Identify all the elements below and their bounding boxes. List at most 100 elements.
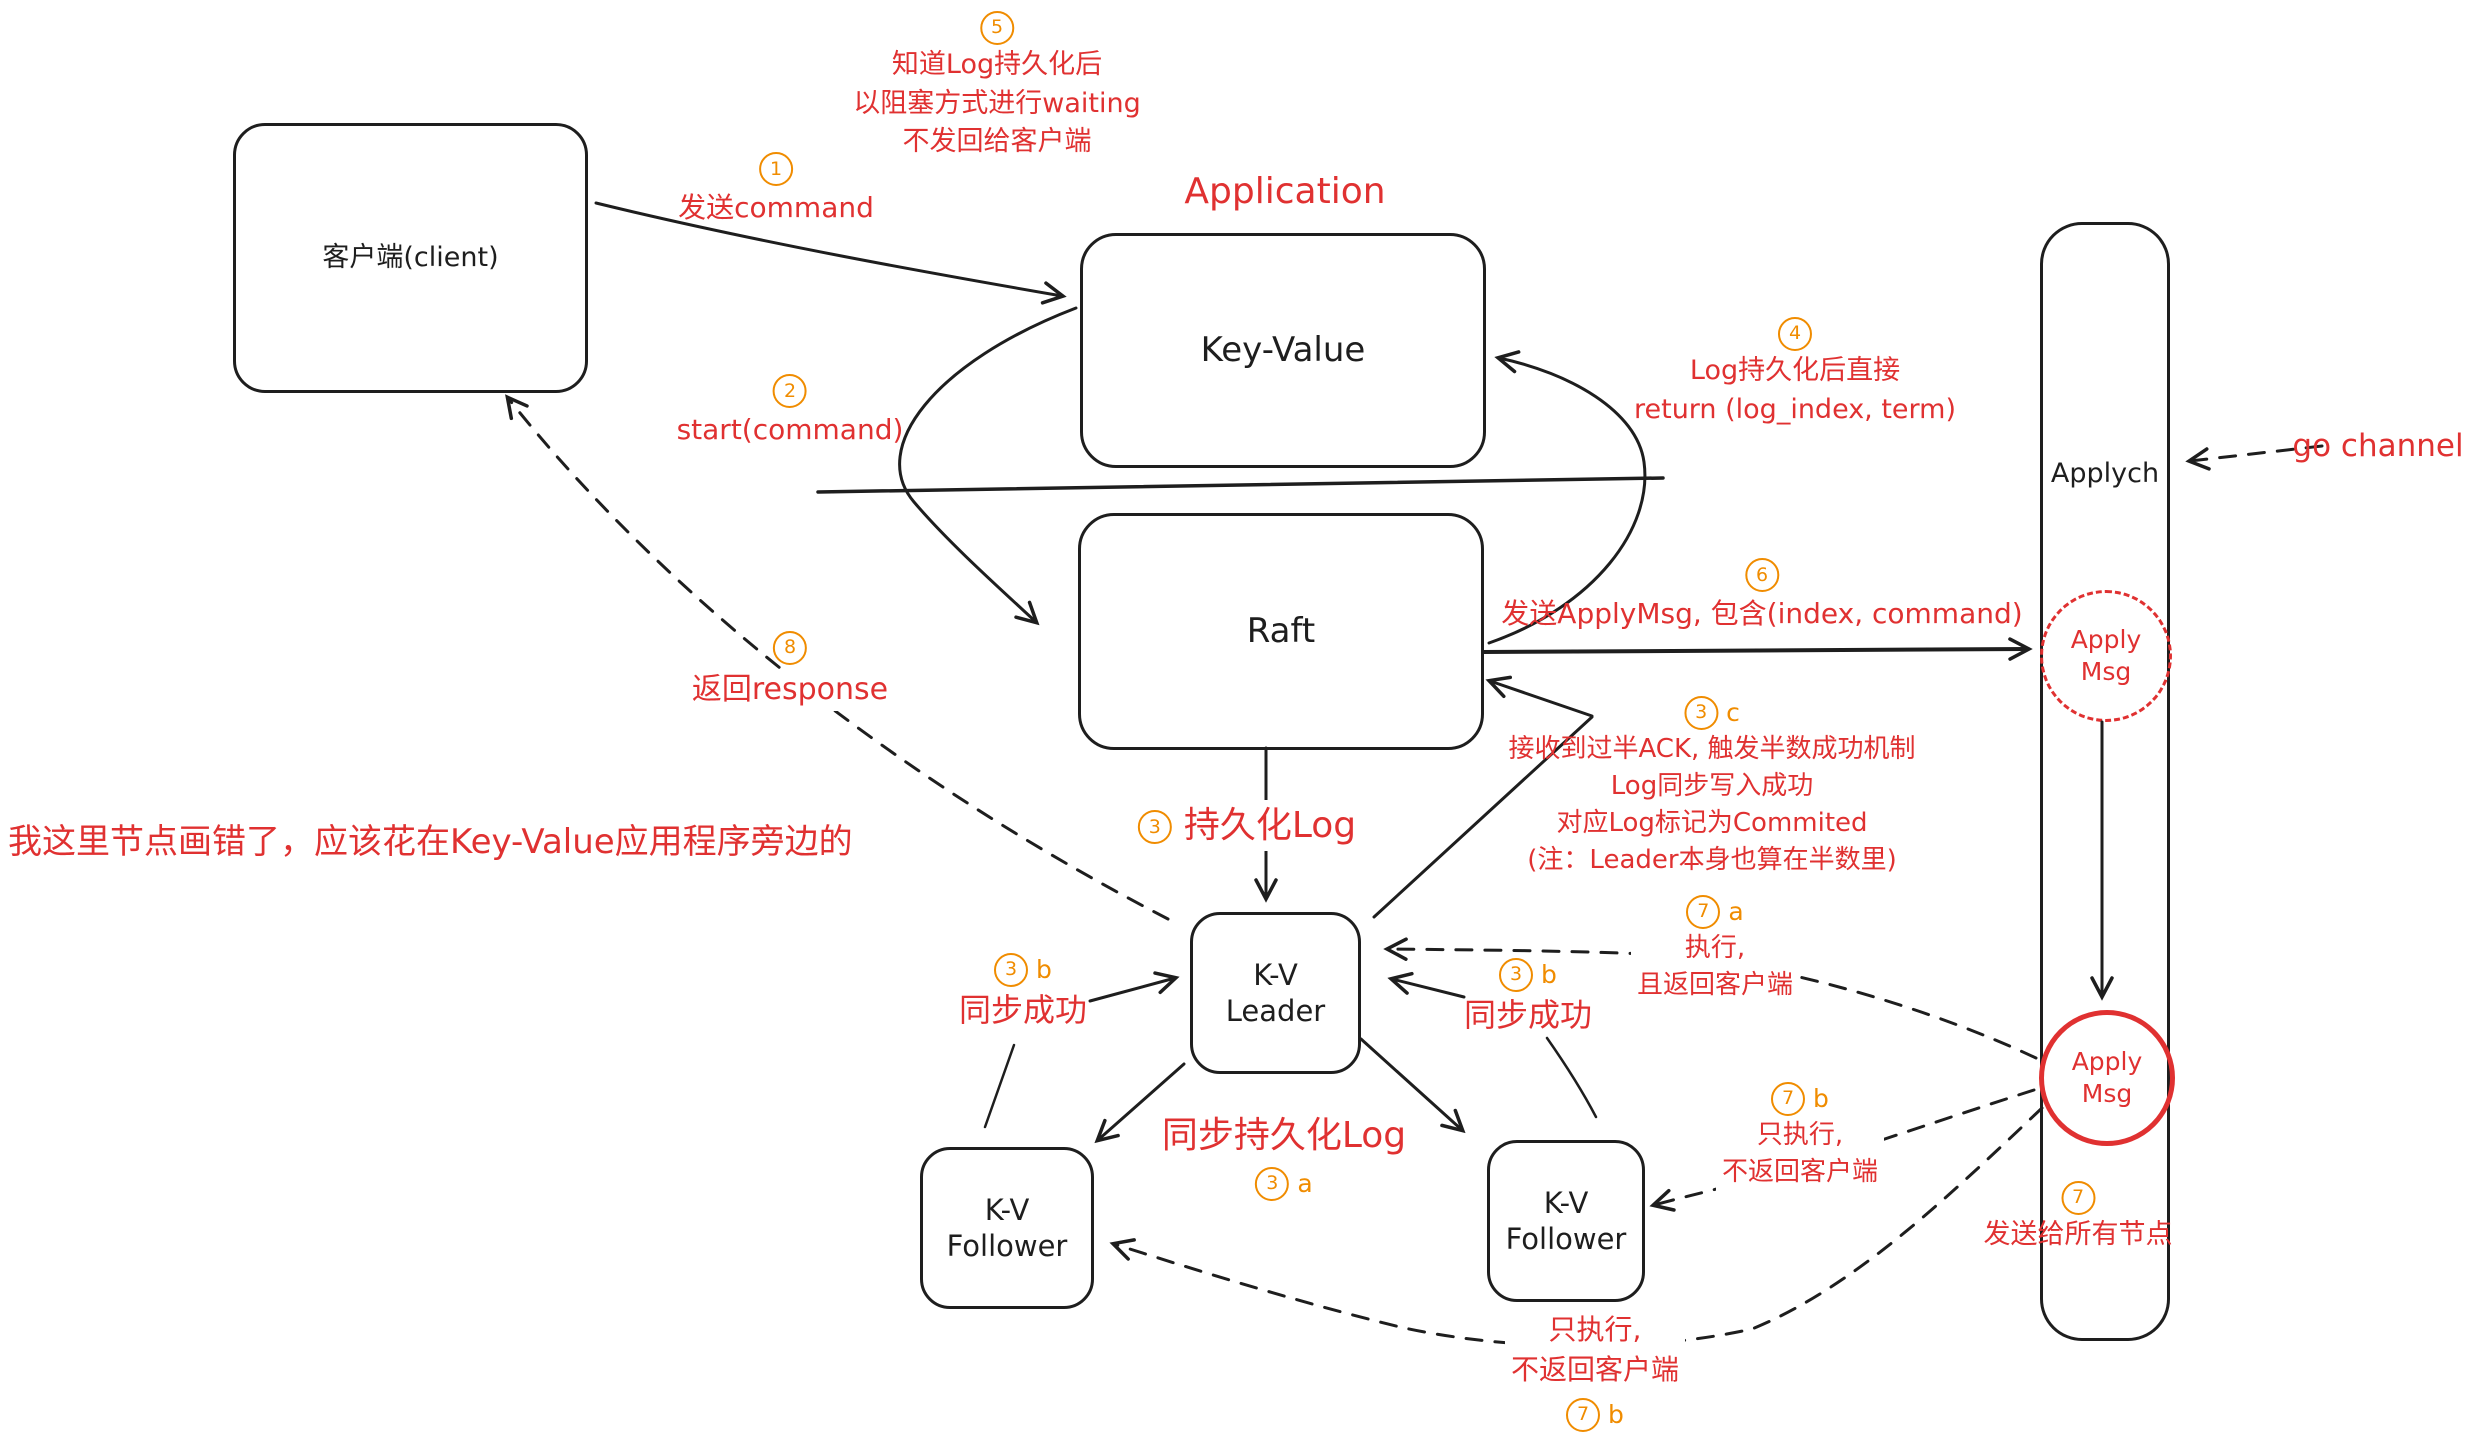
arrow-leader-to-follower-right bbox=[1359, 1037, 1466, 1134]
applych-label: Applych bbox=[2050, 458, 2160, 489]
step3b-left-text: 同步成功 bbox=[958, 990, 1088, 1029]
arrow-7b-left-dashed bbox=[1109, 1106, 2044, 1348]
client-label: 客户端(client) bbox=[322, 242, 499, 274]
step6-text: 发送ApplyMsg, 包含(index, command) bbox=[1501, 596, 2023, 630]
step6-badge: 6 bbox=[1744, 558, 1779, 592]
step3-text: 持久化Log bbox=[1183, 805, 1357, 846]
kv-leader-label-line2: Leader bbox=[1225, 994, 1326, 1028]
arrow-apply-msg bbox=[1481, 637, 2033, 661]
step1-badge: 1 bbox=[758, 152, 793, 186]
separator-line bbox=[816, 476, 1665, 494]
kv-follower-left-label-line1: K-V bbox=[984, 1192, 1030, 1227]
step3a-letter: a bbox=[1297, 1168, 1313, 1198]
step8-text: 返回response bbox=[685, 668, 895, 712]
step7a-badge: 7 bbox=[1686, 894, 1721, 929]
arrow-leader-to-follower-left bbox=[1094, 1062, 1186, 1144]
step2-text: start(command) bbox=[676, 412, 904, 446]
note-step3: 3 持久化Log bbox=[1131, 800, 1363, 852]
step3c-line4: (注：Leader本身也算在半数里) bbox=[1527, 844, 1897, 875]
step3b-left-badge: 3 bbox=[994, 952, 1029, 987]
kv-follower-right-label-line1: K-V bbox=[1543, 1185, 1589, 1220]
step5-badge: 5 bbox=[980, 10, 1014, 45]
note-step6: 6 发送ApplyMsg, 包含(index, command) bbox=[1501, 554, 2023, 634]
step3c-badge: 3 bbox=[1684, 695, 1719, 730]
step7-badge: 7 bbox=[2061, 1180, 2095, 1215]
step7b-bottom-badge: 7 bbox=[1566, 1397, 1601, 1432]
raft-label: Raft bbox=[1246, 611, 1316, 652]
client-node: 客户端(client) bbox=[233, 123, 588, 393]
line-sync-left bbox=[983, 1043, 1016, 1129]
apply-msg-pending-line1: Apply bbox=[2070, 624, 2142, 654]
step7a-line1: 执行, bbox=[1630, 929, 1800, 967]
step3a-text: 同步持久化Log bbox=[1155, 1110, 1413, 1162]
arrow-ack-into-raft bbox=[1485, 675, 1594, 718]
apply-msg-ready-line1: Apply bbox=[2071, 1046, 2143, 1076]
step7a-letter: a bbox=[1728, 896, 1744, 926]
kv-follower-left-label-line2: Follower bbox=[946, 1229, 1068, 1263]
step4-line1: Log持久化后直接 bbox=[1689, 355, 1901, 387]
arrow-response-dashed bbox=[505, 394, 1170, 921]
arrow-start-command bbox=[898, 306, 1078, 626]
line-sync-right bbox=[1545, 1036, 1598, 1119]
step3b-left-letter: b bbox=[1036, 954, 1052, 984]
mistake-note: 我这里节点画错了，应该花在Key-Value应用程序旁边的 bbox=[8, 822, 853, 862]
note-step5: 5 知道Log持久化后 以阻塞方式进行waiting 不发回给客户端 bbox=[853, 8, 1141, 161]
applych-channel-bar: Applych bbox=[2040, 222, 2170, 1341]
arrow-send-command bbox=[594, 201, 1067, 305]
step7a-line2: 且返回客户端 bbox=[1630, 966, 1800, 1004]
step3-badge: 3 bbox=[1137, 810, 1172, 844]
kv-leader-label-line1: K-V bbox=[1253, 957, 1298, 992]
step7b-bottom-letter: b bbox=[1608, 1399, 1624, 1429]
arrow-return-log-index bbox=[1487, 350, 1647, 645]
step7b-bottom-line1: 只执行, bbox=[1504, 1310, 1686, 1350]
step4-badge: 4 bbox=[1778, 316, 1812, 351]
kv-follower-left-node: K-V Follower bbox=[920, 1147, 1094, 1309]
line-ack-up bbox=[1372, 715, 1594, 919]
step3b-right-badge: 3 bbox=[1499, 957, 1534, 992]
step8-badge: 8 bbox=[772, 630, 807, 665]
key-value-node: Key-Value bbox=[1080, 233, 1486, 468]
note-step4: 4 Log持久化后直接 return (log_index, term) bbox=[1634, 314, 1956, 429]
step7b-right-line1: 只执行, bbox=[1715, 1116, 1885, 1154]
step3b-right-letter: b bbox=[1541, 959, 1557, 989]
step3b-right-text: 同步成功 bbox=[1463, 995, 1593, 1034]
apply-msg-ready-line2: Msg bbox=[2081, 1079, 2133, 1108]
apply-msg-pending-line2: Msg bbox=[2080, 657, 2132, 686]
key-value-label: Key-Value bbox=[1200, 330, 1366, 371]
step3c-line1: 接收到过半ACK, 触发半数成功机制 bbox=[1508, 733, 1916, 764]
step7b-right-line2: 不返回客户端 bbox=[1715, 1153, 1885, 1191]
apply-msg-ready-circle: Apply Msg bbox=[2039, 1010, 2175, 1146]
step4-line2: return (log_index, term) bbox=[1633, 393, 1957, 425]
note-step7: 7 发送给所有节点 bbox=[1984, 1178, 2173, 1255]
arrow-sync-right-into-leader bbox=[1387, 971, 1466, 999]
note-step2: 2 start(command) bbox=[676, 370, 904, 450]
step5-line1: 知道Log持久化后 bbox=[891, 49, 1103, 81]
step5-line2: 以阻塞方式进行waiting bbox=[853, 87, 1141, 119]
kv-follower-right-node: K-V Follower bbox=[1487, 1140, 1645, 1302]
step7b-bottom-line2: 不返回客户端 bbox=[1504, 1349, 1686, 1390]
kv-follower-right-label-line2: Follower bbox=[1505, 1222, 1627, 1256]
step7b-right-badge: 7 bbox=[1771, 1081, 1806, 1116]
kv-leader-node: K-V Leader bbox=[1190, 912, 1361, 1074]
note-step8: 8 返回response bbox=[685, 626, 895, 712]
step5-line3: 不发回给客户端 bbox=[902, 125, 1092, 157]
step7-text: 发送给所有节点 bbox=[1983, 1219, 2173, 1251]
apply-msg-pending-circle: Apply Msg bbox=[2040, 590, 2172, 722]
step3c-line3: 对应Log标记为Commited bbox=[1556, 807, 1868, 838]
arrow-sync-left-into-leader bbox=[1088, 971, 1180, 1003]
step2-badge: 2 bbox=[772, 374, 807, 408]
go-channel-label: go channel bbox=[2292, 428, 2464, 464]
note-step1: 1 发送command bbox=[678, 148, 874, 228]
application-title: Application bbox=[1184, 171, 1386, 212]
arrow-go-channel-dashed bbox=[2185, 444, 2324, 471]
step3c-line2: Log同步写入成功 bbox=[1610, 770, 1814, 801]
step7b-right-letter: b bbox=[1813, 1083, 1829, 1113]
